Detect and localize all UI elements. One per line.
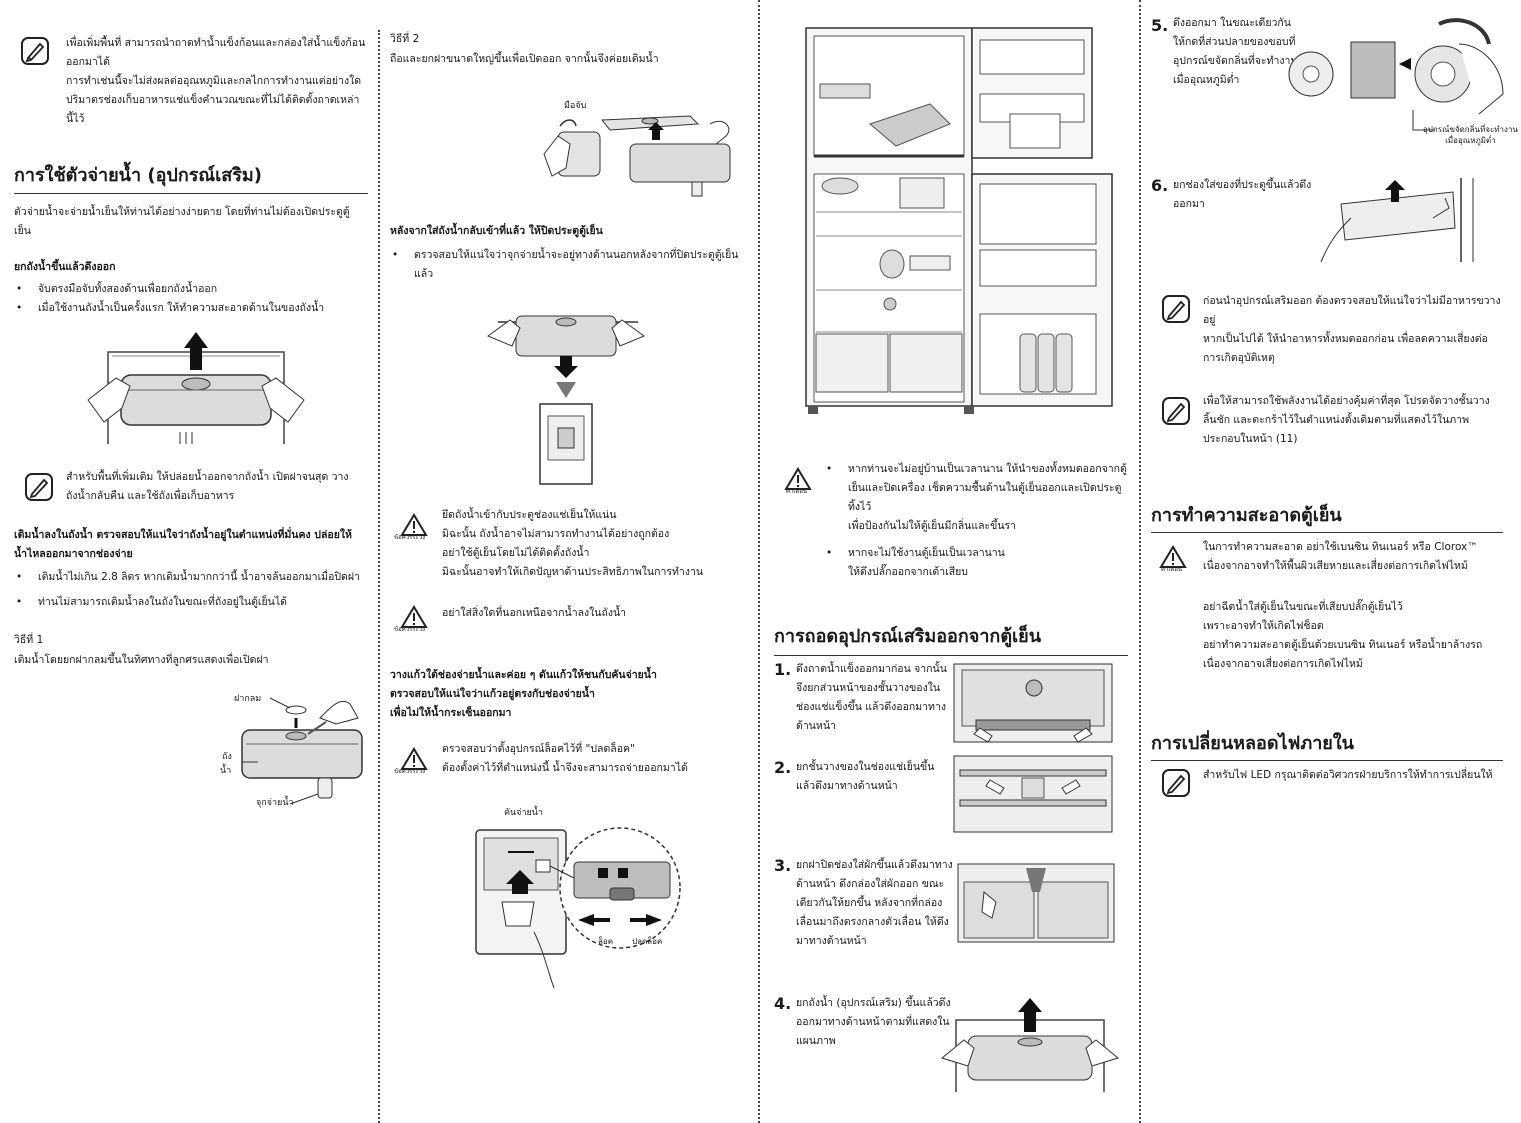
step-number: 2. xyxy=(774,758,792,777)
caution-icon xyxy=(400,513,428,536)
heading-rule xyxy=(14,193,368,194)
step-text: ดึงถาดน้ำแข็งออกมาก่อน จากนั้นจึงยกส่วนห… xyxy=(796,663,947,732)
note-icon xyxy=(1162,769,1190,797)
note-text-2: สำหรับพื้นที่เพิ่มเติม ให้ปล่อยน้ำออกจาก… xyxy=(66,471,349,502)
column-separator-2 xyxy=(758,0,760,1123)
label-tank-2: น้ำ xyxy=(220,766,232,776)
label-lock: ล็อค xyxy=(598,937,614,946)
cleaning-warning: ในการทำความสะอาด อย่าใช้เบนซิน ทินเนอร์ … xyxy=(1203,541,1478,572)
step-number: 5. xyxy=(1151,16,1169,35)
column-3: คำเตือน หากท่านจะไม่อยู่บ้านเป็นเวลานาน … xyxy=(760,0,1138,1123)
list-item: เติมน้ำไม่เกิน 2.8 ลิตร หากเติมน้ำมากกว่… xyxy=(14,568,369,587)
method1-text: เติมน้ำโดยยกฝากลมขึ้นในทิศทางที่ลูกศรแสด… xyxy=(14,654,269,666)
deodorizer-label: อุปกรณ์ขจัดกลิ่นที่จะทำงาน เมื่ออุณหภูมิ… xyxy=(1423,125,1518,145)
water-tank-remove-illustration xyxy=(940,998,1120,1092)
list-item: จับตรงมือจับทั้งสองด้านเพื่อยกถังน้ำออก xyxy=(14,280,364,299)
warning-label: คำเตือน xyxy=(1161,566,1183,573)
after-title: หลังจากใส่ถังน้ำกลับเข้าที่แล้ว ให้ปิดปร… xyxy=(390,225,603,237)
label-lever: คันจ่ายน้ำ xyxy=(504,808,543,818)
list-item: ตรวจสอบให้แน่ใจว่าจุกจ่ายน้ำจะอยู่ทางด้า… xyxy=(390,246,750,284)
column-2: วิธีที่ 2 ถือและยกฝาขนาดใหญ่ขึ้นเพื่อเปิ… xyxy=(380,0,758,1123)
note-text-2: เพื่อให้สามารถใช้พลังงานได้อย่างคุ้มค่าท… xyxy=(1203,395,1490,445)
method2-text: ถือและยกฝาขนาดใหญ่ขึ้นเพื่อเปิดออก จากนั… xyxy=(390,53,659,65)
column-1: เพื่อเพิ่มพื้นที่ สามารถนำถาดทำน้ำแข็งก้… xyxy=(0,0,378,1123)
section-heading-remove-accessories: การถอดอุปกรณ์เสริมออกจากตู้เย็น xyxy=(774,626,1042,647)
caution-text-3: ตรวจสอบว่าตั้งอุปกรณ์ล็อคไว้ที่ "ปลดล็อค… xyxy=(442,743,688,774)
dispenser-lock-illustration xyxy=(475,827,681,989)
label-unlock: ปลดล็อค xyxy=(632,937,663,946)
note-text-1: เพื่อเพิ่มพื้นที่ สามารถนำถาดทำน้ำแข็งก้… xyxy=(66,37,366,125)
step-text: ยกถังน้ำ (อุปกรณ์เสริม) ขึ้นแล้วดึงออกมา… xyxy=(796,997,951,1047)
section-heading-bulb: การเปลี่ยนหลอดไฟภายใน xyxy=(1151,733,1354,754)
step-number: 4. xyxy=(774,994,792,1013)
lift-title: ยกถังน้ำขึ้นแล้วดึงออก xyxy=(14,261,116,273)
cleaning-more: อย่าฉีดน้ำใส่ตู้เย็นในขณะที่เสียบปลั๊กตู… xyxy=(1203,601,1483,670)
list-item: ท่านไม่สามารถเติมน้ำลงในถังในขณะที่ถังอย… xyxy=(14,593,369,612)
step-text: ยกชั้นวางของในช่องแช่เย็นขึ้น แล้วดึงมาท… xyxy=(796,761,935,792)
label-tap: จุกจ่ายน้ำ xyxy=(256,798,294,808)
door-bin-illustration xyxy=(1320,178,1474,263)
note-text-1: ก่อนนำอุปกรณ์เสริมออก ต้องตรวจสอบให้แน่ใ… xyxy=(1203,295,1501,364)
bulb-note: สำหรับไฟ LED กรุณาติดต่อวิศวกรฝ่ายบริการ… xyxy=(1203,769,1493,781)
method2-title: วิธีที่ 2 xyxy=(390,33,420,45)
step-number: 6. xyxy=(1151,176,1169,195)
warning-icon xyxy=(1159,545,1187,568)
section-heading-cleaning: การทำความสะอาดตู้เย็น xyxy=(1151,505,1342,526)
fill-title: เติมน้ำลงในถังน้ำ ตรวจสอบให้แน่ใจว่าถังน… xyxy=(14,529,352,560)
vegetable-drawer-illustration xyxy=(957,863,1115,943)
caution-label: ข้อควรระวัง xyxy=(394,534,426,541)
step-text: ยกช่องใส่ของที่ประตูขึ้นแล้วดึงออกมา xyxy=(1173,179,1312,210)
caution-icon xyxy=(400,747,428,770)
section-heading-dispenser: การใช้ตัวจ่ายน้ำ (อุปกรณ์เสริม) xyxy=(14,165,262,186)
label-handle: มือจับ xyxy=(564,101,587,111)
fridge-shelf-illustration xyxy=(953,755,1113,833)
column-4: 5. ดึงออกมา ในขณะเดียวกันให้กดที่ส่วนปลา… xyxy=(1141,0,1521,1123)
note-icon xyxy=(1162,295,1190,323)
tank-fill-illustration xyxy=(241,697,363,805)
step-number: 1. xyxy=(774,660,792,679)
freezer-shelf-illustration xyxy=(953,663,1113,743)
note-icon xyxy=(25,473,53,501)
heading-rule xyxy=(1151,532,1503,533)
label-tank-1: ถัง xyxy=(222,752,232,762)
caution-icon xyxy=(400,605,428,628)
heading-rule xyxy=(774,655,1128,656)
list-item: เมื่อใช้งานถังน้ำเป็นครั้งแรก ให้ทำความส… xyxy=(14,299,364,318)
warning-label: คำเตือน xyxy=(786,488,808,495)
list-item: หากท่านจะไม่อยู่บ้านเป็นเวลานาน ให้นำของ… xyxy=(824,460,1130,536)
caution-label: ข้อควรระวัง xyxy=(394,768,426,775)
label-cap: ฝากลม xyxy=(234,694,262,704)
method1-title: วิธีที่ 1 xyxy=(14,634,44,646)
glass-title: วางแก้วใต้ช่องจ่ายน้ำและค่อย ๆ ดันแก้วให… xyxy=(390,669,657,719)
door-tank-illustration xyxy=(486,315,646,485)
fill-bullets: เติมน้ำไม่เกิน 2.8 ลิตร หากเติมน้ำมากกว่… xyxy=(14,568,369,612)
step-text: ยกฝาปิดช่องใส่ผักขึ้นแล้วดึงมาทางด้านหน้… xyxy=(796,859,953,947)
caution-text-2: อย่าใส่สิ่งใดที่นอกเหนือจากน้ำลงในถังน้ำ xyxy=(442,607,627,619)
note-icon xyxy=(1162,397,1190,425)
list-item: หากจะไม่ใช้งานตู้เย็นเป็นเวลานาน ให้ดึงป… xyxy=(824,544,1130,582)
tank-lift-illustration xyxy=(87,332,305,444)
after-bullets: ตรวจสอบให้แน่ใจว่าจุกจ่ายน้ำจะอยู่ทางด้า… xyxy=(390,246,750,284)
lift-bullets: จับตรงมือจับทั้งสองด้านเพื่อยกถังน้ำออก … xyxy=(14,280,364,318)
note-icon xyxy=(21,37,49,65)
dispenser-intro: ตัวจ่ายน้ำจะจ่ายน้ำเย็นให้ท่านได้อย่างง่… xyxy=(14,206,350,237)
fridge-open-illustration xyxy=(805,27,1113,414)
step-text: ดึงออกมา ในขณะเดียวกันให้กดที่ส่วนปลายขอ… xyxy=(1173,17,1298,86)
column-separator-1 xyxy=(378,30,380,1123)
caution-text-1: ยึดถังน้ำเข้ากับประตูช่องแช่เย็นให้แน่น … xyxy=(442,509,704,578)
column-separator-3 xyxy=(1139,0,1141,1123)
warning-icon xyxy=(784,467,812,490)
lid-open-illustration xyxy=(543,115,731,197)
heading-rule xyxy=(1151,760,1503,761)
deodorizer-illustration xyxy=(1288,18,1504,131)
warning-bullets: หากท่านจะไม่อยู่บ้านเป็นเวลานาน ให้นำของ… xyxy=(824,460,1130,582)
step-number: 3. xyxy=(774,856,792,875)
caution-label: ข้อควรระวัง xyxy=(394,626,426,633)
